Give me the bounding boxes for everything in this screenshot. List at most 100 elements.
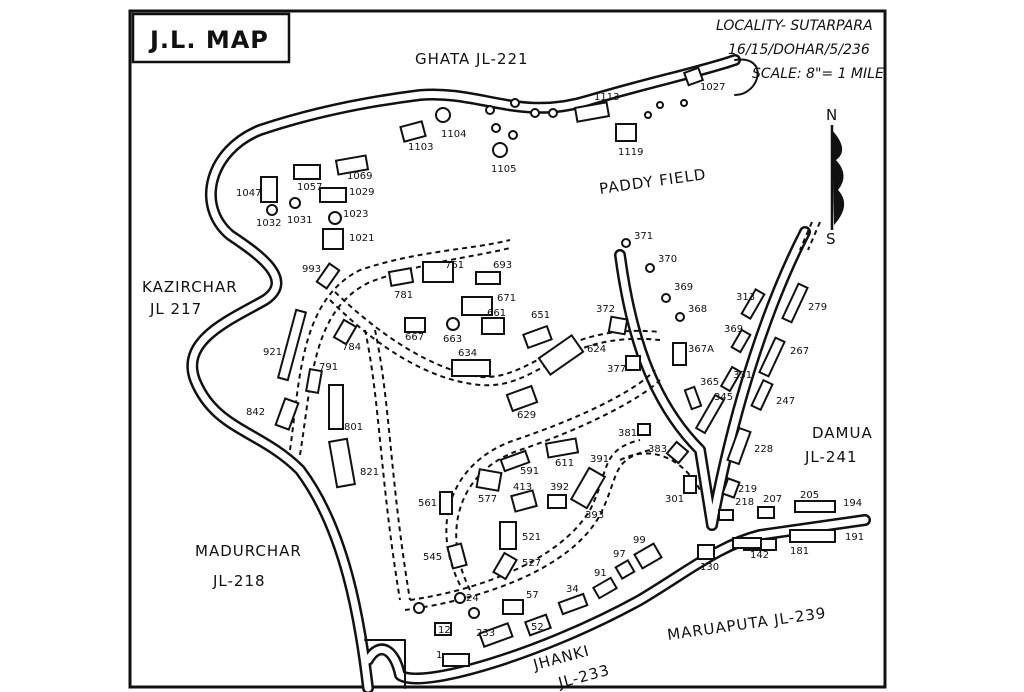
building-plot-661 [481, 317, 505, 335]
plot-label-191: 191 [845, 532, 864, 543]
roads [186, 54, 871, 692]
building-plot-634 [451, 359, 491, 377]
pond-icon [510, 98, 520, 108]
place-madurchar-jl: JL-218 [212, 572, 266, 590]
building-plot-191 [789, 529, 836, 543]
plot-label-611: 611 [555, 458, 574, 469]
plot-label-761: 761 [445, 260, 464, 271]
plot-label-392: 392 [550, 482, 569, 493]
building-plot-651 [522, 324, 553, 350]
plot-label-1029: 1029 [349, 187, 374, 198]
plot-label-1057: 1057 [297, 182, 322, 193]
plot-label-377: 377 [607, 364, 626, 375]
building-plot-219 [721, 477, 741, 499]
well-plot-369 [661, 293, 671, 303]
place-kazirchar: KAZIRCHAR [142, 278, 238, 296]
plot-label-693: 693 [493, 260, 512, 271]
plot-label-369: 369 [674, 282, 693, 293]
building-plot-313 [740, 288, 766, 320]
place-madurchar: MADURCHAR [195, 542, 302, 560]
plot-label-393: 393 [585, 510, 604, 521]
plot-label-34: 34 [566, 584, 579, 595]
place-maruaputa: MARUAPUTA JL-239 [666, 604, 827, 644]
well-plot-663 [446, 317, 460, 331]
north-label: N [826, 106, 838, 124]
building-plot-233 [478, 622, 514, 648]
plot-label-130: 130 [700, 562, 719, 573]
well-plot-370 [645, 263, 655, 273]
plot-label-219: 219 [738, 484, 757, 495]
pond-icon [508, 130, 518, 140]
building-plot-671 [461, 296, 493, 316]
building-plot-34 [557, 592, 589, 616]
pond-icon [644, 111, 652, 119]
building-plot-1047 [260, 176, 278, 203]
plot-label-801: 801 [344, 422, 363, 433]
building-plot-761 [422, 261, 454, 283]
place-damua-jl: JL-241 [804, 448, 858, 466]
plot-label-521: 521 [522, 532, 541, 543]
plot-label-331: 331 [733, 370, 752, 381]
plot-label-365: 365 [700, 377, 719, 388]
building-plot-624 [537, 333, 585, 377]
plot-label-368: 368 [688, 304, 707, 315]
plot-label-1032: 1032 [256, 218, 281, 229]
plot-label-91: 91 [594, 568, 607, 579]
building-plot-413 [510, 489, 538, 513]
building-plot-1021 [322, 228, 344, 250]
plot-label-313: 313 [736, 292, 755, 303]
plot-label-1104: 1104 [441, 129, 466, 140]
building-plot-1103 [399, 120, 427, 143]
well-plot-368 [675, 312, 685, 322]
pond-icon [548, 108, 558, 118]
plot-label-370: 370 [658, 254, 677, 265]
buildings-layer: 1047105710691029103110321023102111031104… [236, 66, 864, 667]
building-plot-301 [683, 475, 697, 494]
plot-label-921: 921 [263, 347, 282, 358]
plot-label-1105: 1105 [491, 164, 516, 175]
place-ghata: GHATA JL-221 [415, 50, 529, 68]
building-plot-381 [637, 423, 651, 436]
building-plot-842 [274, 397, 300, 431]
building-plot-1 [442, 653, 470, 667]
plot-label-279: 279 [808, 302, 827, 313]
map-title: J.L. MAP [148, 26, 269, 54]
building-plot-1027 [682, 66, 705, 87]
plot-label-577: 577 [478, 494, 497, 505]
plot-label-142: 142 [750, 550, 769, 561]
plot-label-381: 381 [618, 428, 637, 439]
plot-label-371: 371 [634, 231, 653, 242]
building-plot-218 [718, 509, 734, 521]
well-plot-1031 [289, 197, 301, 209]
building-plot-91 [591, 576, 619, 600]
building-plot-12 [434, 622, 452, 636]
building-plot-228 [726, 426, 752, 466]
reference-text: 16/15/DOHAR/5/236 [728, 42, 870, 58]
plot-label-634: 634 [458, 348, 477, 359]
building-plot-1057 [293, 164, 321, 180]
well-plot-24 [454, 592, 466, 604]
building-plot-693 [475, 271, 501, 285]
building-plot-392 [547, 494, 567, 509]
well-plot-371 [621, 238, 631, 248]
plot-label-367A: 367A [688, 344, 714, 355]
building-plot-801 [328, 384, 344, 430]
building-plot-821 [327, 437, 357, 489]
plot-label-24: 24 [466, 593, 479, 604]
building-plot-97 [614, 559, 636, 580]
plot-label-791: 791 [319, 362, 338, 373]
plot-label-1: 1 [436, 650, 442, 661]
building-plot-372 [607, 315, 629, 336]
plot-label-545: 545 [423, 552, 442, 563]
building-plot-561 [439, 491, 453, 515]
scale-text: SCALE: 8"= 1 MILE [752, 66, 884, 82]
plot-label-527: 527 [522, 558, 541, 569]
well-plot-1105 [492, 142, 508, 158]
plot-label-267: 267 [790, 346, 809, 357]
building-plot-591 [499, 449, 531, 473]
well-plot-1104 [435, 107, 451, 123]
building-plot-391 [569, 466, 607, 510]
plot-label-842: 842 [246, 407, 265, 418]
plot-label-1047: 1047 [236, 188, 261, 199]
north-arrow-icon [830, 125, 845, 230]
